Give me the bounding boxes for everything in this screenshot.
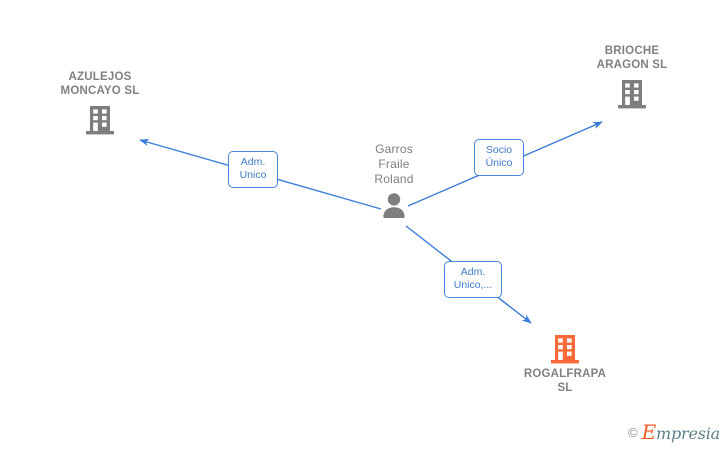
node-garros-fraile-roland[interactable]: Garros Fraile Roland bbox=[314, 142, 474, 221]
node-rogalfrapa-sl[interactable]: ROGALFRAPA SL bbox=[485, 331, 645, 395]
building-icon bbox=[618, 80, 646, 109]
empresia-logo: Empresia bbox=[641, 420, 721, 444]
edge-label-adm-unico-rogalfrapa[interactable]: Adm. Unico,... bbox=[444, 261, 502, 298]
node-brioche-aragon-sl[interactable]: BRIOCHE ARAGON SL bbox=[552, 44, 712, 110]
edge-label-socio-unico-brioche[interactable]: Socio Único bbox=[474, 139, 524, 176]
node-label-garros-fraile-roland: Garros Fraile Roland bbox=[374, 142, 414, 186]
building-icon bbox=[86, 106, 114, 135]
edge-label-adm-unico-azulejos[interactable]: Adm. Unico bbox=[228, 151, 278, 188]
node-azulejos-moncayo-sl[interactable]: AZULEJOS MONCAYO SL bbox=[20, 70, 180, 136]
node-label-brioche-aragon-sl: BRIOCHE ARAGON SL bbox=[596, 45, 668, 71]
copyright-symbol: © bbox=[628, 424, 638, 440]
empresia-logo-rest: mpresia bbox=[656, 424, 720, 443]
node-label-rogalfrapa-sl: ROGALFRAPA SL bbox=[523, 368, 607, 394]
node-label-azulejos-moncayo-sl: AZULEJOS MONCAYO SL bbox=[60, 71, 140, 97]
person-icon bbox=[383, 193, 405, 218]
empresia-watermark: © Empresia bbox=[628, 420, 720, 444]
empresia-logo-initial: E bbox=[641, 420, 657, 444]
building-icon bbox=[551, 335, 579, 364]
